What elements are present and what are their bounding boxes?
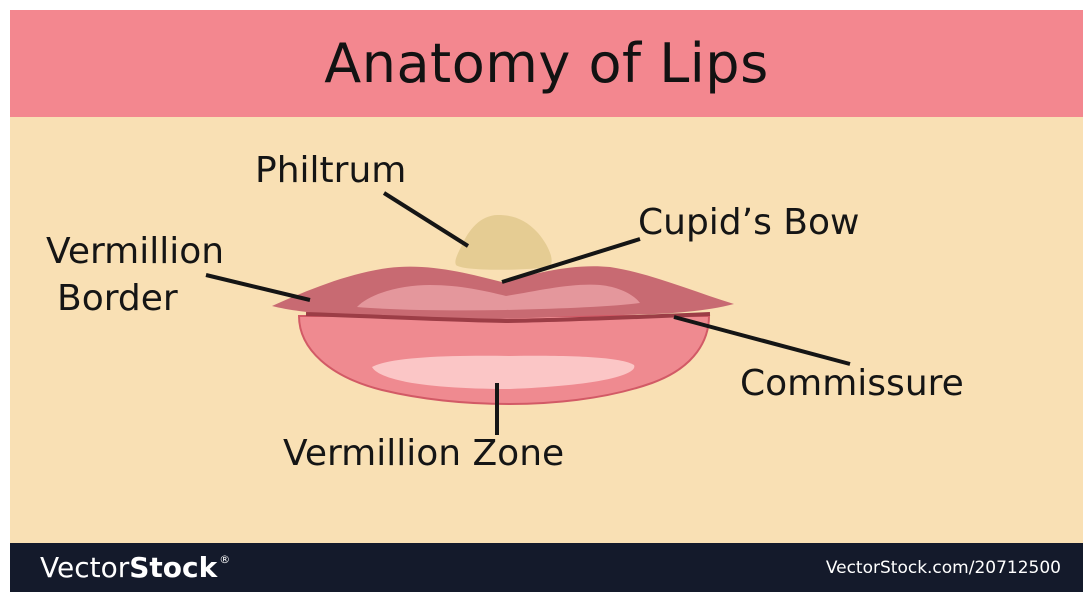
registered-mark: ® — [219, 553, 230, 566]
philtrum-shape — [455, 215, 551, 270]
label-vermillion-zone: Vermillion Zone — [283, 433, 564, 474]
leader-line-philtrum — [384, 193, 468, 246]
page-title: Anatomy of Lips — [324, 32, 768, 95]
footer-url: VectorStock.com/20712500 — [826, 558, 1061, 578]
logo-vector-text: Vector — [40, 551, 129, 584]
label-philtrum: Philtrum — [255, 150, 406, 191]
label-cupids-bow: Cupid’s Bow — [638, 202, 859, 243]
label-vermillion-border-line1: Vermillion — [46, 231, 224, 272]
lips-illustration — [10, 117, 1083, 543]
logo-stock-text: Stock — [129, 551, 217, 584]
label-vermillion-border-line2: Border — [57, 278, 224, 319]
label-commissure: Commissure — [740, 363, 964, 404]
diagram-area: Philtrum Cupid’s Bow Vermillion Border C… — [10, 117, 1083, 543]
label-vermillion-border: Vermillion Border — [46, 231, 224, 320]
title-bar: Anatomy of Lips — [10, 10, 1083, 117]
upper-lip — [272, 266, 734, 319]
